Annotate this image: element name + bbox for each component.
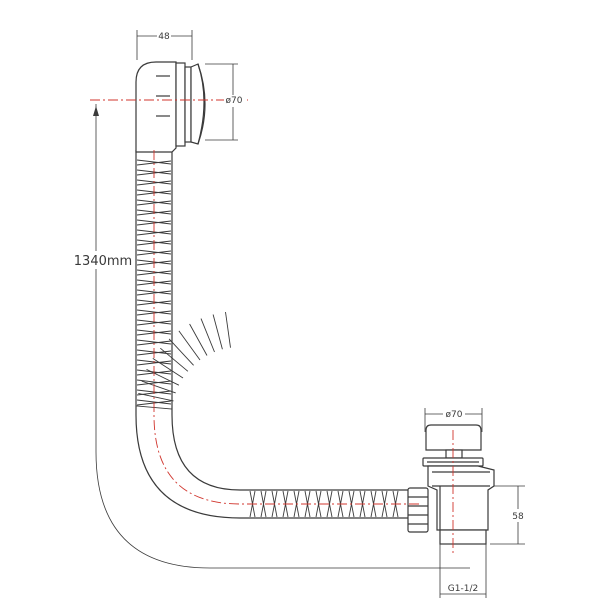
hose-rib — [225, 311, 231, 348]
hose-rib — [381, 490, 388, 518]
dim-overflow-diameter-label: ø70 — [226, 96, 243, 106]
hose-corrugation-ribs — [136, 159, 399, 518]
hose-rib — [212, 314, 223, 350]
waste-body — [427, 465, 495, 531]
hose-rib — [189, 323, 208, 356]
hose-rib — [136, 199, 172, 205]
hose-rib — [315, 490, 322, 518]
hose-inner-edge — [171, 150, 408, 491]
dim-waste-diameter-label: ø70 — [446, 410, 463, 420]
dim-overflow-label-bg — [224, 95, 244, 107]
dim-58-label: 58 — [512, 512, 524, 522]
hose-rib — [178, 330, 201, 361]
hose-rib — [146, 368, 180, 386]
centerline-hose-axis — [153, 150, 420, 505]
hose-rib — [136, 230, 172, 236]
hose-rib — [168, 338, 194, 366]
hose-rib — [200, 318, 215, 353]
waste-stem — [445, 449, 463, 459]
overflow-assembly — [135, 61, 206, 153]
hose-rib — [326, 490, 333, 518]
dim-length-arrow — [93, 106, 99, 116]
hose-rib — [260, 490, 267, 518]
overflow-cover-face — [197, 63, 206, 145]
hose-rib — [136, 379, 172, 385]
dim-waste-label-bg — [443, 408, 465, 420]
waste-threaded-outlet — [439, 529, 487, 545]
hose-rib — [136, 249, 172, 255]
hose-rib — [136, 290, 172, 296]
hose-rib — [138, 392, 174, 402]
overflow-flange-ring — [184, 66, 192, 143]
dim-thread-label: G1-1/2 — [448, 584, 478, 594]
centerlines — [90, 99, 454, 555]
side-connector-nut — [407, 487, 429, 533]
overflow-flange — [175, 62, 186, 147]
waste-assembly — [407, 424, 495, 545]
dim-length-label: 1340mm — [74, 254, 132, 269]
waste-popup-cap — [425, 424, 482, 451]
hose-rib — [136, 339, 172, 345]
hose-rib — [136, 200, 172, 206]
hose-rib — [136, 289, 172, 295]
dimension-labels: 48 ø70 1340mm ø70 58 G1-1/2 — [74, 30, 526, 594]
hose-rib — [141, 380, 176, 394]
dim-length-label-bg — [76, 251, 134, 269]
hose-rib — [136, 159, 172, 165]
hose-rib — [136, 320, 172, 326]
dim-58-label-bg — [510, 509, 526, 522]
dim-length-curve — [95, 451, 470, 569]
flexible-hose — [135, 150, 408, 519]
hose-outer-edge — [135, 150, 408, 519]
dim-48-label: 48 — [158, 32, 170, 42]
dimensions — [93, 30, 525, 598]
hose-rib — [136, 380, 172, 386]
hose-rib — [160, 347, 189, 372]
hose-rib — [152, 358, 184, 379]
dim-48-label-bg — [157, 30, 171, 42]
